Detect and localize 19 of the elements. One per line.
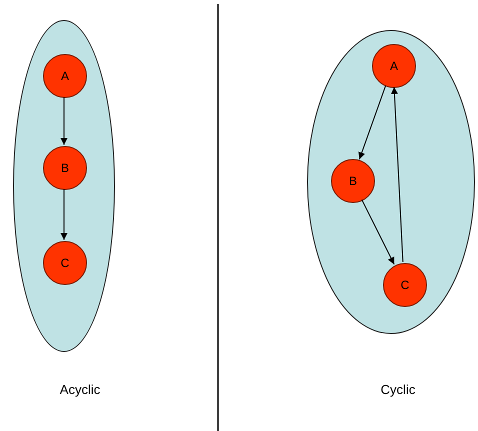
- arrow: [361, 199, 395, 265]
- arrow: [390, 86, 404, 263]
- node-label: A: [390, 59, 398, 73]
- arrow: [60, 96, 68, 146]
- arrow: [60, 188, 68, 240]
- node-circle: [331, 159, 375, 203]
- node-label: C: [400, 278, 410, 292]
- node-label: Cyclic: [380, 382, 416, 397]
- node-circle: [43, 146, 87, 190]
- node-label: B: [60, 161, 69, 175]
- node-label: Acyclic: [60, 382, 100, 397]
- node-label: A: [60, 69, 69, 83]
- node-label: B: [348, 174, 357, 188]
- node-circle: [43, 54, 87, 98]
- node-circle: [383, 263, 427, 307]
- arrow: [358, 85, 386, 160]
- node-label: C: [60, 256, 70, 270]
- node-circle: [43, 241, 87, 285]
- node-circle: [372, 44, 416, 88]
